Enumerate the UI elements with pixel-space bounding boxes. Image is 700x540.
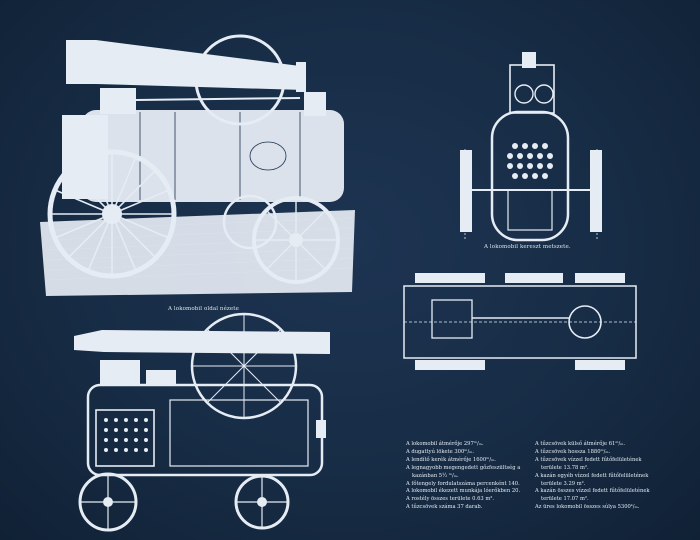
front-boiler: [490, 110, 570, 242]
rear-left-wheel: [78, 472, 138, 532]
spec-row: A tűzcsövek száma 37 darab.: [406, 504, 483, 511]
spec-row: Az üres lokomobil összes súlya 5300ᵏ/ₘ.: [535, 504, 640, 511]
rear-right-wheel: [234, 474, 290, 530]
spec-row: területe 3.29 m².: [541, 480, 586, 487]
spec-row: A tűzcsövek hossza 1880ᵐ/ₘ.: [535, 448, 611, 455]
rear-tube-panel: [95, 409, 155, 467]
side-view-illustration: [40, 34, 355, 296]
spec-row: A kazán egyéb vízzel fedett fűtőfelületé…: [535, 472, 649, 479]
side-rear-wheel: [47, 149, 177, 279]
spec-row: kazánban 5½ ᵐ/ₘ.: [412, 472, 459, 479]
spec-row: A lokomobil ékezett munkája lóerőkben 20…: [406, 488, 521, 495]
spec-row: A rostély összes területe 0.63 m².: [406, 496, 494, 503]
front-view-caption: A lokomobil kereszt metszete.: [484, 244, 571, 250]
spec-row: A lokomobil átmérője 297ᵐ/ₘ.: [406, 441, 484, 447]
front-tube-holes: [507, 143, 553, 179]
plan-view-illustration: [403, 273, 637, 370]
rear-chimney: [74, 330, 330, 354]
chimney-cap: [296, 62, 306, 92]
side-chimney: [66, 40, 304, 90]
front-left-wheel: [460, 150, 472, 232]
side-flywheel: [194, 34, 286, 126]
front-right-wheel: [590, 150, 602, 232]
spec-row: területe 13.78 m².: [541, 464, 589, 471]
side-dome: [304, 92, 326, 116]
specs-left: A lokomobil átmérője 297ᵐ/ₘ. A dugattyú …: [406, 441, 520, 512]
spec-row: területe 17.07 m².: [541, 496, 589, 503]
ground-block: [40, 210, 355, 296]
spec-row: A tűzcsövek külső átmérője 61ᵐ/ₘ.: [535, 441, 626, 447]
spec-row: A kazán összes vízzel fedett fűtőfelület…: [535, 488, 650, 495]
rear-tube-holes: [104, 418, 148, 452]
spec-row: A tűzcsövek vízzel fedett fűtőfelületéne…: [535, 456, 642, 463]
spec-row: A legnagyobb megengedett gőzfeszültség a: [406, 464, 521, 471]
rear-view-illustration: [74, 312, 330, 532]
side-front-wheel: [222, 194, 340, 284]
spec-row: A lendítő kerék átmérője 1600ᵐ/ₘ.: [406, 456, 496, 463]
side-cylinder: [100, 88, 136, 114]
side-boiler: [82, 110, 344, 202]
specs-right: A tűzcsövek külső átmérője 61ᵐ/ₘ. A tűzc…: [535, 441, 650, 512]
spec-row: A főtengely fordulatszáma percenként 140…: [406, 480, 520, 487]
side-view-caption: A lokomobil oldal nézete: [168, 306, 239, 312]
spec-row: A dugattyú lökete 300ᵐ/ₘ.: [406, 448, 475, 455]
front-view-illustration: [460, 52, 602, 242]
